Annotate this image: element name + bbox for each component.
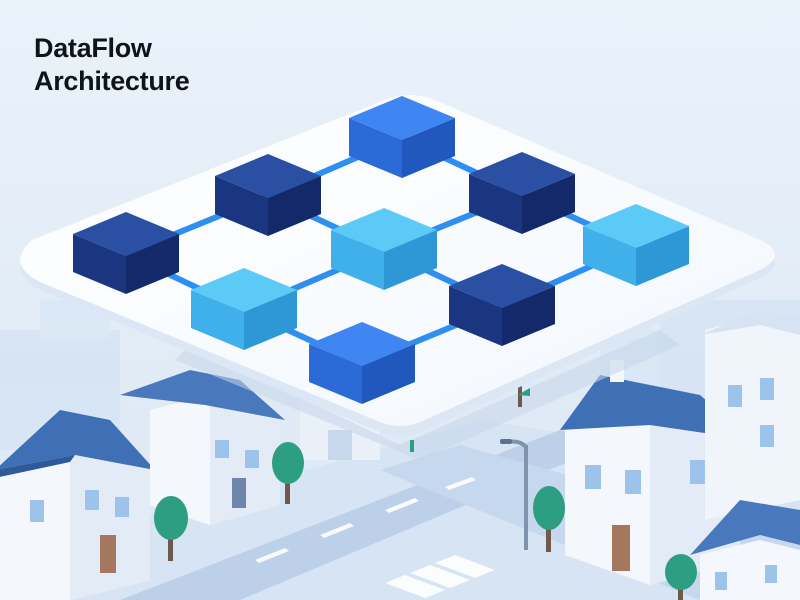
node-face	[522, 174, 575, 234]
node-face	[215, 176, 268, 236]
node-face	[469, 152, 575, 196]
node-top	[349, 96, 455, 178]
node-face	[636, 226, 689, 286]
node-face	[583, 226, 636, 286]
node-face	[583, 204, 689, 248]
tree-3	[533, 486, 565, 552]
nodes	[73, 96, 689, 404]
platform-shadow	[175, 330, 680, 460]
node-face	[191, 290, 244, 350]
node-bottom	[309, 322, 415, 404]
node-right-light	[583, 204, 689, 286]
node-face	[126, 234, 179, 294]
node-face	[502, 286, 555, 346]
house-mid-left	[120, 370, 285, 525]
node-face	[73, 212, 179, 256]
node-lower-light	[191, 268, 297, 350]
node-face	[244, 290, 297, 350]
street-lamp	[500, 439, 528, 550]
node-center-dark	[215, 154, 321, 236]
diagram-title: DataFlow Architecture	[34, 32, 190, 98]
node-face	[449, 286, 502, 346]
node-face	[73, 234, 126, 294]
house-right	[560, 360, 752, 585]
node-face	[331, 208, 437, 252]
node-face	[349, 118, 402, 178]
node-face	[309, 344, 362, 404]
node-face	[384, 230, 437, 290]
house-far-right	[700, 310, 800, 520]
title-line-2: Architecture	[34, 66, 190, 96]
node-right-dark	[469, 152, 575, 234]
tree-2	[272, 442, 304, 504]
node-face	[469, 174, 522, 234]
node-center-light	[331, 208, 437, 290]
node-face	[362, 344, 415, 404]
node-face	[215, 154, 321, 198]
crosswalk	[385, 555, 495, 598]
title-line-1: DataFlow	[34, 33, 152, 63]
house-left	[0, 410, 155, 600]
house-bottom-right	[690, 500, 800, 600]
node-left-dark	[73, 212, 179, 294]
node-lower-dark	[449, 264, 555, 346]
node-face	[331, 230, 384, 290]
node-face	[309, 322, 415, 366]
tree-1	[154, 496, 188, 561]
node-face	[449, 264, 555, 308]
node-face	[402, 118, 455, 178]
node-face	[268, 176, 321, 236]
node-face	[191, 268, 297, 312]
tree-4	[665, 554, 697, 600]
node-face	[349, 96, 455, 140]
